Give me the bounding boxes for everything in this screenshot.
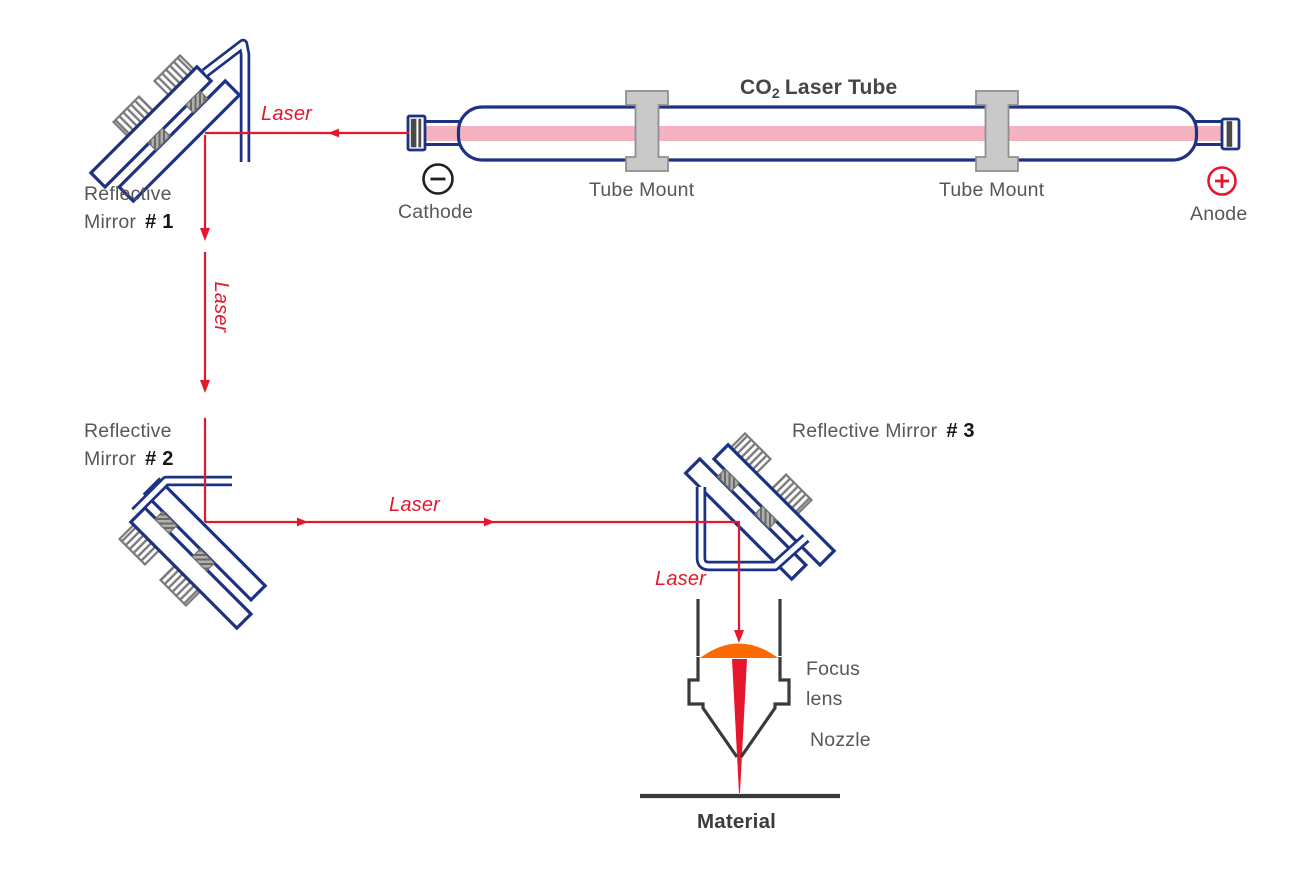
beam-arrow-right-2: [484, 517, 495, 527]
cutting-head-icon: [640, 599, 840, 799]
nozzle-label: Nozzle: [810, 729, 871, 751]
focus-lens-icon: [700, 643, 778, 658]
mirror-2-number: # 2: [145, 448, 174, 470]
laser-tube-icon: [406, 90, 1241, 172]
mirror-3-assembly-icon: [684, 421, 850, 588]
mirror-2-label: Reflective Mirror# 2: [84, 417, 174, 473]
focus-lens-label: Focus lens: [806, 658, 861, 710]
tube-body-outline: [456, 105, 1199, 162]
beam-arrow-down-3: [734, 630, 744, 643]
mirror-1-number: # 1: [145, 211, 174, 233]
nozzle-body-right: [739, 657, 791, 758]
title-subscript: 2: [771, 85, 780, 101]
tube-mount-1-icon: [625, 90, 669, 172]
cathode-minus-icon: [422, 163, 454, 195]
tube-mount-1-label: Tube Mount: [589, 179, 695, 201]
mirror-3-label: Reflective Mirror# 3: [792, 420, 975, 442]
tube-cap-right: [1220, 117, 1241, 151]
laser-label-4: Laser: [655, 568, 707, 590]
laser-label-3: Laser: [389, 494, 441, 516]
focused-beam-cone: [732, 659, 747, 793]
beam-inside-tube: [421, 126, 1221, 141]
mirror-2-label-line1: Reflective: [84, 420, 172, 442]
mirror-2-assembly-icon: [107, 475, 274, 644]
anode-label: Anode: [1190, 203, 1248, 225]
beam-arrow-left: [328, 128, 339, 138]
cathode-label: Cathode: [398, 201, 474, 223]
mirror-1-label-line1: Reflective: [84, 183, 172, 205]
beam-arrow-down-1: [200, 228, 210, 241]
beam-arrow-down-2: [200, 380, 210, 393]
mirror-1-label: Reflective Mirror# 1: [84, 180, 174, 236]
beam-arrow-right-1: [297, 517, 308, 527]
mirror-3-number: # 3: [946, 420, 975, 442]
nozzle-body-left: [687, 657, 739, 758]
tube-mount-2-label: Tube Mount: [939, 179, 1045, 201]
tube-mount-2-icon: [975, 90, 1019, 172]
tube-cap-left: [406, 114, 427, 152]
laser-label-1: Laser: [261, 103, 313, 125]
anode-plus-icon: [1207, 166, 1237, 196]
laser-label-2: Laser: [210, 281, 232, 333]
mirror-1-label-line2: Mirror# 1: [84, 211, 174, 233]
mirror-1-assembly-icon: [75, 38, 251, 210]
laser-beam-path: [200, 128, 747, 793]
mirror-2-label-line2: Mirror# 2: [84, 448, 174, 470]
material-label: Material: [697, 810, 777, 833]
